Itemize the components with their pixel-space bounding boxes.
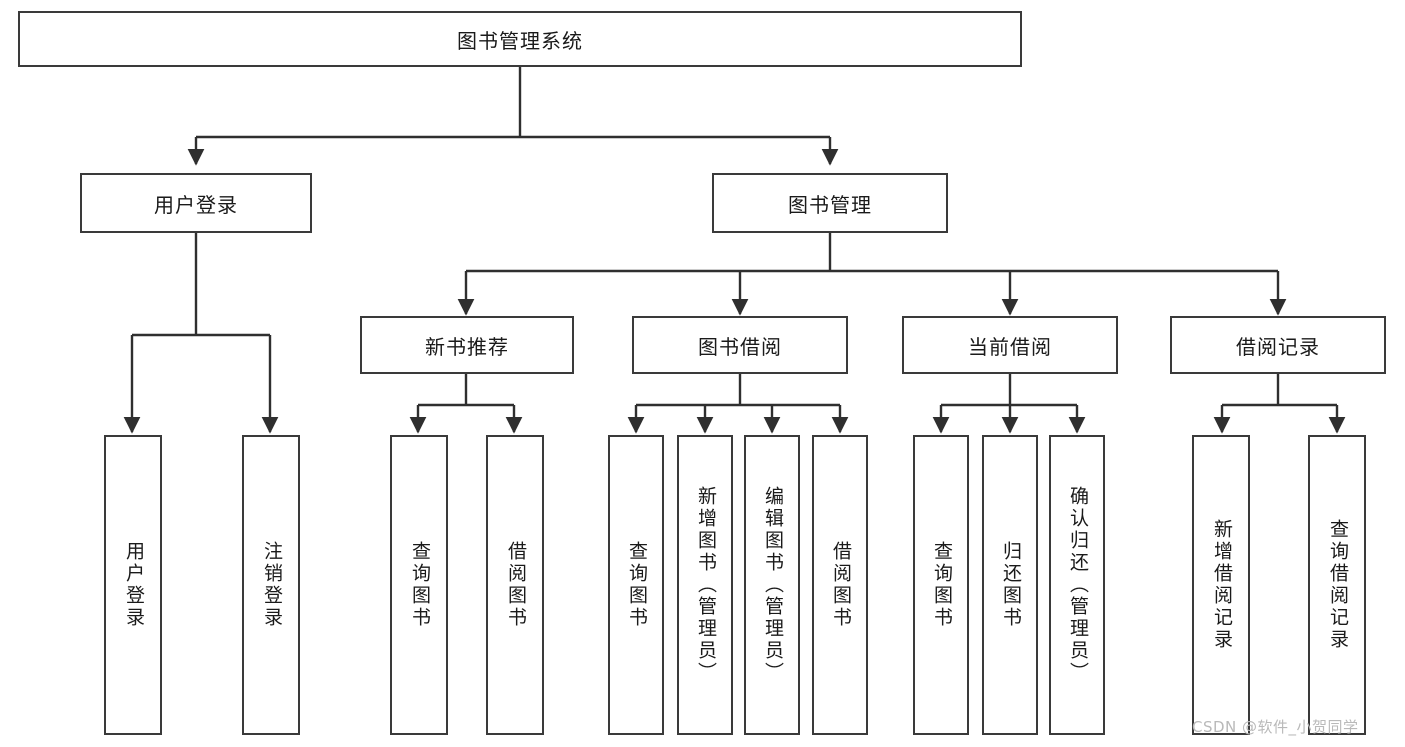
leaf-query-book-recommend[interactable]: 查询图书 <box>390 435 448 735</box>
node-new-book-recommend[interactable]: 新书推荐 <box>360 316 574 374</box>
leaf-label: 借阅图书 <box>504 541 527 629</box>
node-label: 图书借阅 <box>698 334 782 359</box>
node-label: 新书推荐 <box>425 334 509 359</box>
leaf-confirm-return-admin[interactable]: 确认归还（管理员） <box>1049 435 1105 735</box>
leaf-borrow-book[interactable]: 借阅图书 <box>812 435 868 735</box>
node-label: 图书管理 <box>788 192 872 217</box>
leaf-label: 编辑图书（管理员） <box>761 486 784 684</box>
leaf-add-borrow-record[interactable]: 新增借阅记录 <box>1192 435 1250 735</box>
leaf-label: 查询图书 <box>625 541 648 629</box>
leaf-add-book-admin[interactable]: 新增图书（管理员） <box>677 435 733 735</box>
leaf-label: 查询借阅记录 <box>1326 519 1349 651</box>
leaf-label: 归还图书 <box>999 541 1022 629</box>
node-root-book-management-system[interactable]: 图书管理系统 <box>18 11 1022 67</box>
leaf-return-book[interactable]: 归还图书 <box>982 435 1038 735</box>
node-label: 借阅记录 <box>1236 334 1320 359</box>
node-label: 当前借阅 <box>968 334 1052 359</box>
node-current-borrow[interactable]: 当前借阅 <box>902 316 1118 374</box>
leaf-query-book-current[interactable]: 查询图书 <box>913 435 969 735</box>
leaf-label: 借阅图书 <box>829 541 852 629</box>
leaf-label: 查询图书 <box>930 541 953 629</box>
leaf-label: 新增图书（管理员） <box>694 486 717 684</box>
leaf-query-book-borrow[interactable]: 查询图书 <box>608 435 664 735</box>
leaf-label: 新增借阅记录 <box>1210 519 1233 651</box>
node-book-management[interactable]: 图书管理 <box>712 173 948 233</box>
node-label: 图书管理系统 <box>457 28 583 53</box>
csdn-watermark: CSDN @软件_小贺同学 <box>1192 718 1359 736</box>
leaf-logout[interactable]: 注销登录 <box>242 435 300 735</box>
leaf-user-login[interactable]: 用户登录 <box>104 435 162 735</box>
leaf-label: 用户登录 <box>122 541 145 629</box>
leaf-label: 注销登录 <box>260 541 283 629</box>
node-book-borrow[interactable]: 图书借阅 <box>632 316 848 374</box>
node-label: 用户登录 <box>154 192 238 217</box>
leaf-query-borrow-record[interactable]: 查询借阅记录 <box>1308 435 1366 735</box>
leaf-label: 查询图书 <box>408 541 431 629</box>
leaf-edit-book-admin[interactable]: 编辑图书（管理员） <box>744 435 800 735</box>
leaf-borrow-book-recommend[interactable]: 借阅图书 <box>486 435 544 735</box>
node-user-login[interactable]: 用户登录 <box>80 173 312 233</box>
leaf-label: 确认归还（管理员） <box>1066 486 1089 684</box>
node-borrow-record[interactable]: 借阅记录 <box>1170 316 1386 374</box>
